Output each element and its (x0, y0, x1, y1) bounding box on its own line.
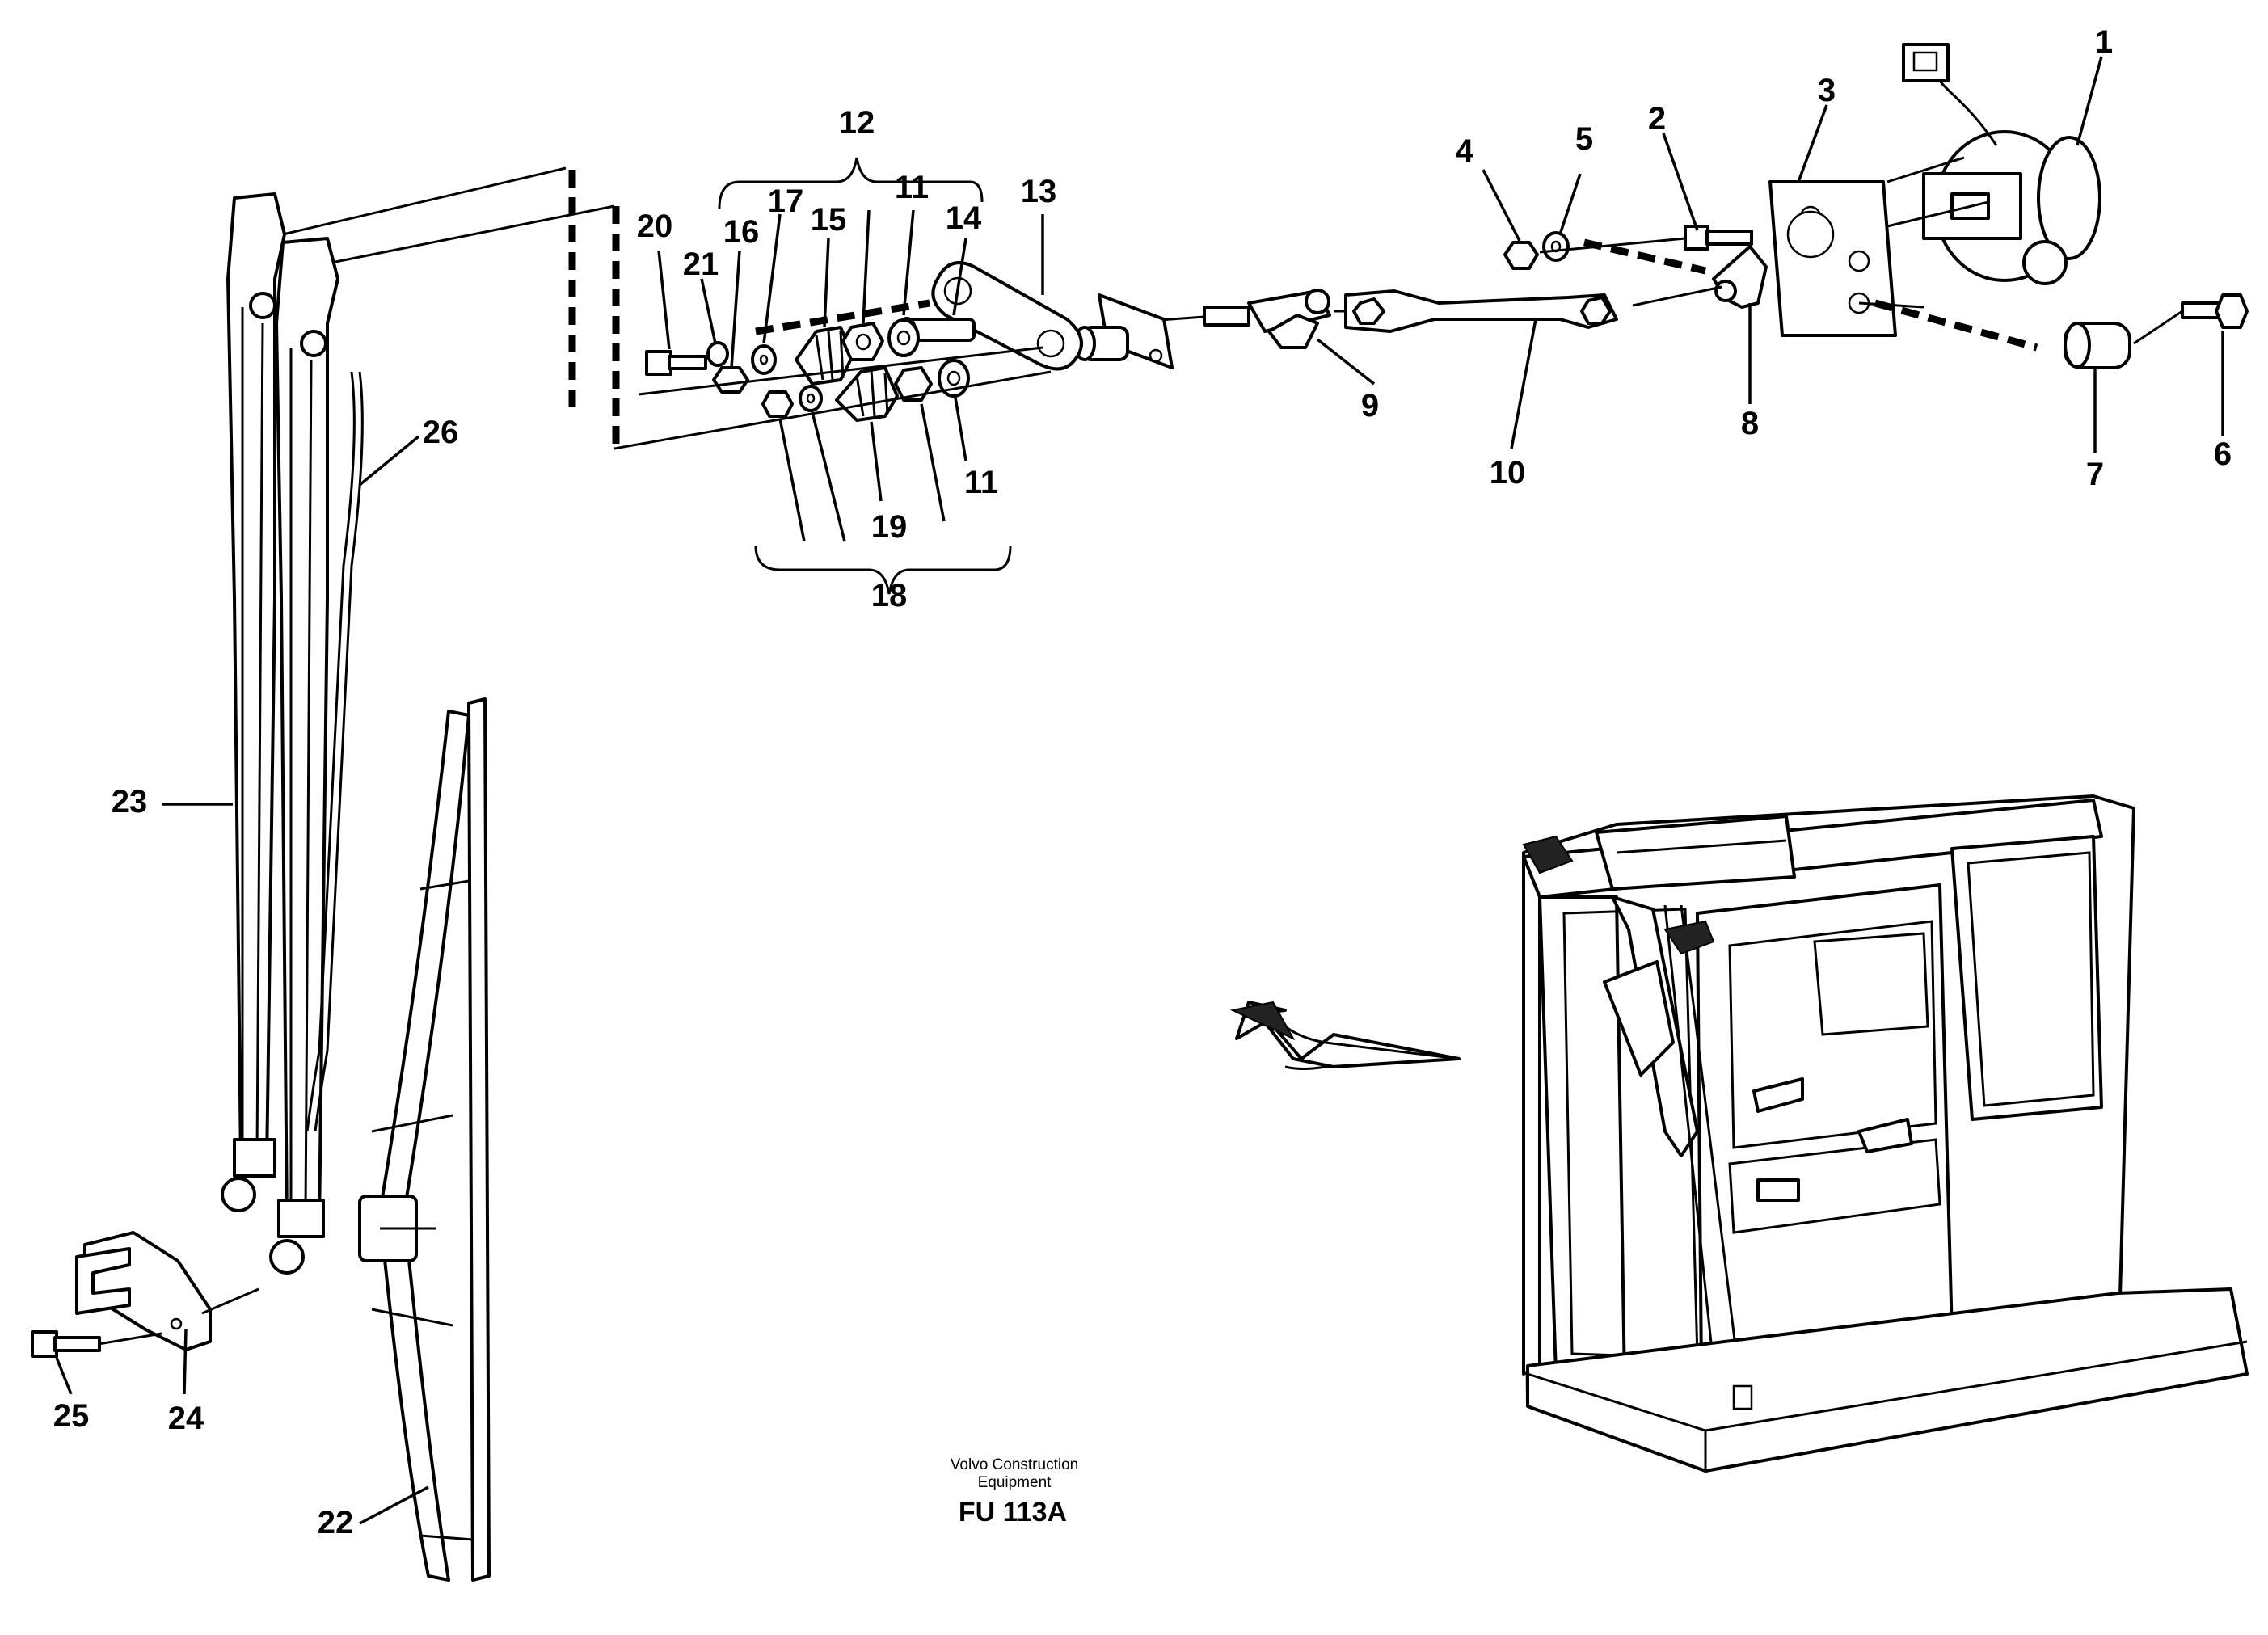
callout-11-bottom: 11 (964, 465, 998, 500)
washer-17 (751, 344, 777, 375)
caption-equipment: Equipment (978, 1474, 1052, 1491)
callout-4: 4 (1456, 133, 1474, 169)
linkage-rod (1344, 289, 1618, 333)
nut-11c (894, 366, 933, 402)
nut-18a (761, 390, 794, 418)
callout-12: 12 (839, 105, 875, 141)
bolt-20 (645, 350, 707, 376)
callout-21: 21 (683, 247, 719, 282)
brace-18 (754, 545, 1012, 595)
bolt-25 (31, 1330, 101, 1358)
callout-15: 15 (811, 202, 847, 238)
crank-arm (1712, 245, 1768, 309)
callout-7: 7 (2086, 457, 2104, 492)
hose-bracket (75, 1231, 212, 1351)
excavator-cab (1522, 794, 2249, 1473)
callout-22: 22 (318, 1505, 354, 1540)
washer-21 (706, 341, 729, 367)
bolt-2 (1684, 225, 1753, 251)
stud-plate (1073, 293, 1174, 369)
callout-26: 26 (423, 415, 459, 450)
wiper-motor (1902, 43, 2101, 285)
figure-caption: Volvo Construction Equipment FU 113A (951, 1456, 1078, 1528)
callout-23: 23 (112, 784, 148, 820)
caption-company: Volvo Construction (951, 1456, 1078, 1473)
drive-link (931, 261, 1083, 371)
washer-18b (799, 385, 823, 412)
leader-lines (55, 56, 2224, 1525)
callout-14: 14 (946, 200, 982, 236)
callout-17: 17 (768, 183, 804, 219)
callout-3: 3 (1818, 73, 1836, 108)
callout-11-top: 11 (895, 170, 929, 205)
bolt-6 (2181, 293, 2249, 329)
callout-2: 2 (1648, 101, 1666, 137)
drive-cone-19 (835, 366, 899, 422)
spacer-7 (2064, 322, 2131, 369)
arrow-head (1229, 1001, 1296, 1041)
nut-16 (712, 366, 749, 394)
callout-8: 8 (1741, 406, 1759, 441)
callout-9: 9 (1361, 388, 1379, 423)
wiper-blade (358, 697, 491, 1582)
callout-19: 19 (871, 509, 908, 545)
callout-20: 20 (637, 209, 673, 244)
callout-18: 18 (871, 578, 908, 613)
washer-11b (887, 318, 920, 357)
nut-11a (841, 322, 884, 361)
wiper-arm-rear (221, 192, 286, 1212)
ball-joint (1203, 289, 1331, 349)
brace-12 (718, 157, 984, 209)
mounting-plate (1768, 180, 1897, 337)
callout-10: 10 (1490, 455, 1526, 491)
nut-4 (1503, 241, 1539, 270)
callout-16: 16 (723, 214, 760, 250)
callout-6: 6 (2214, 436, 2232, 472)
callout-5: 5 (1575, 121, 1593, 157)
callout-24: 24 (168, 1401, 204, 1436)
callout-labels: 1 2 3 4 5 6 7 8 9 10 11 11 12 13 14 15 1… (53, 24, 2232, 1540)
wiper-arm-front (269, 237, 339, 1275)
washer-hose (306, 371, 356, 1132)
callout-1: 1 (2095, 24, 2113, 60)
callout-13: 13 (1021, 174, 1057, 209)
caption-code: FU 113A (959, 1497, 1067, 1528)
washer-5 (1542, 231, 1570, 262)
callout-25: 25 (53, 1398, 90, 1434)
